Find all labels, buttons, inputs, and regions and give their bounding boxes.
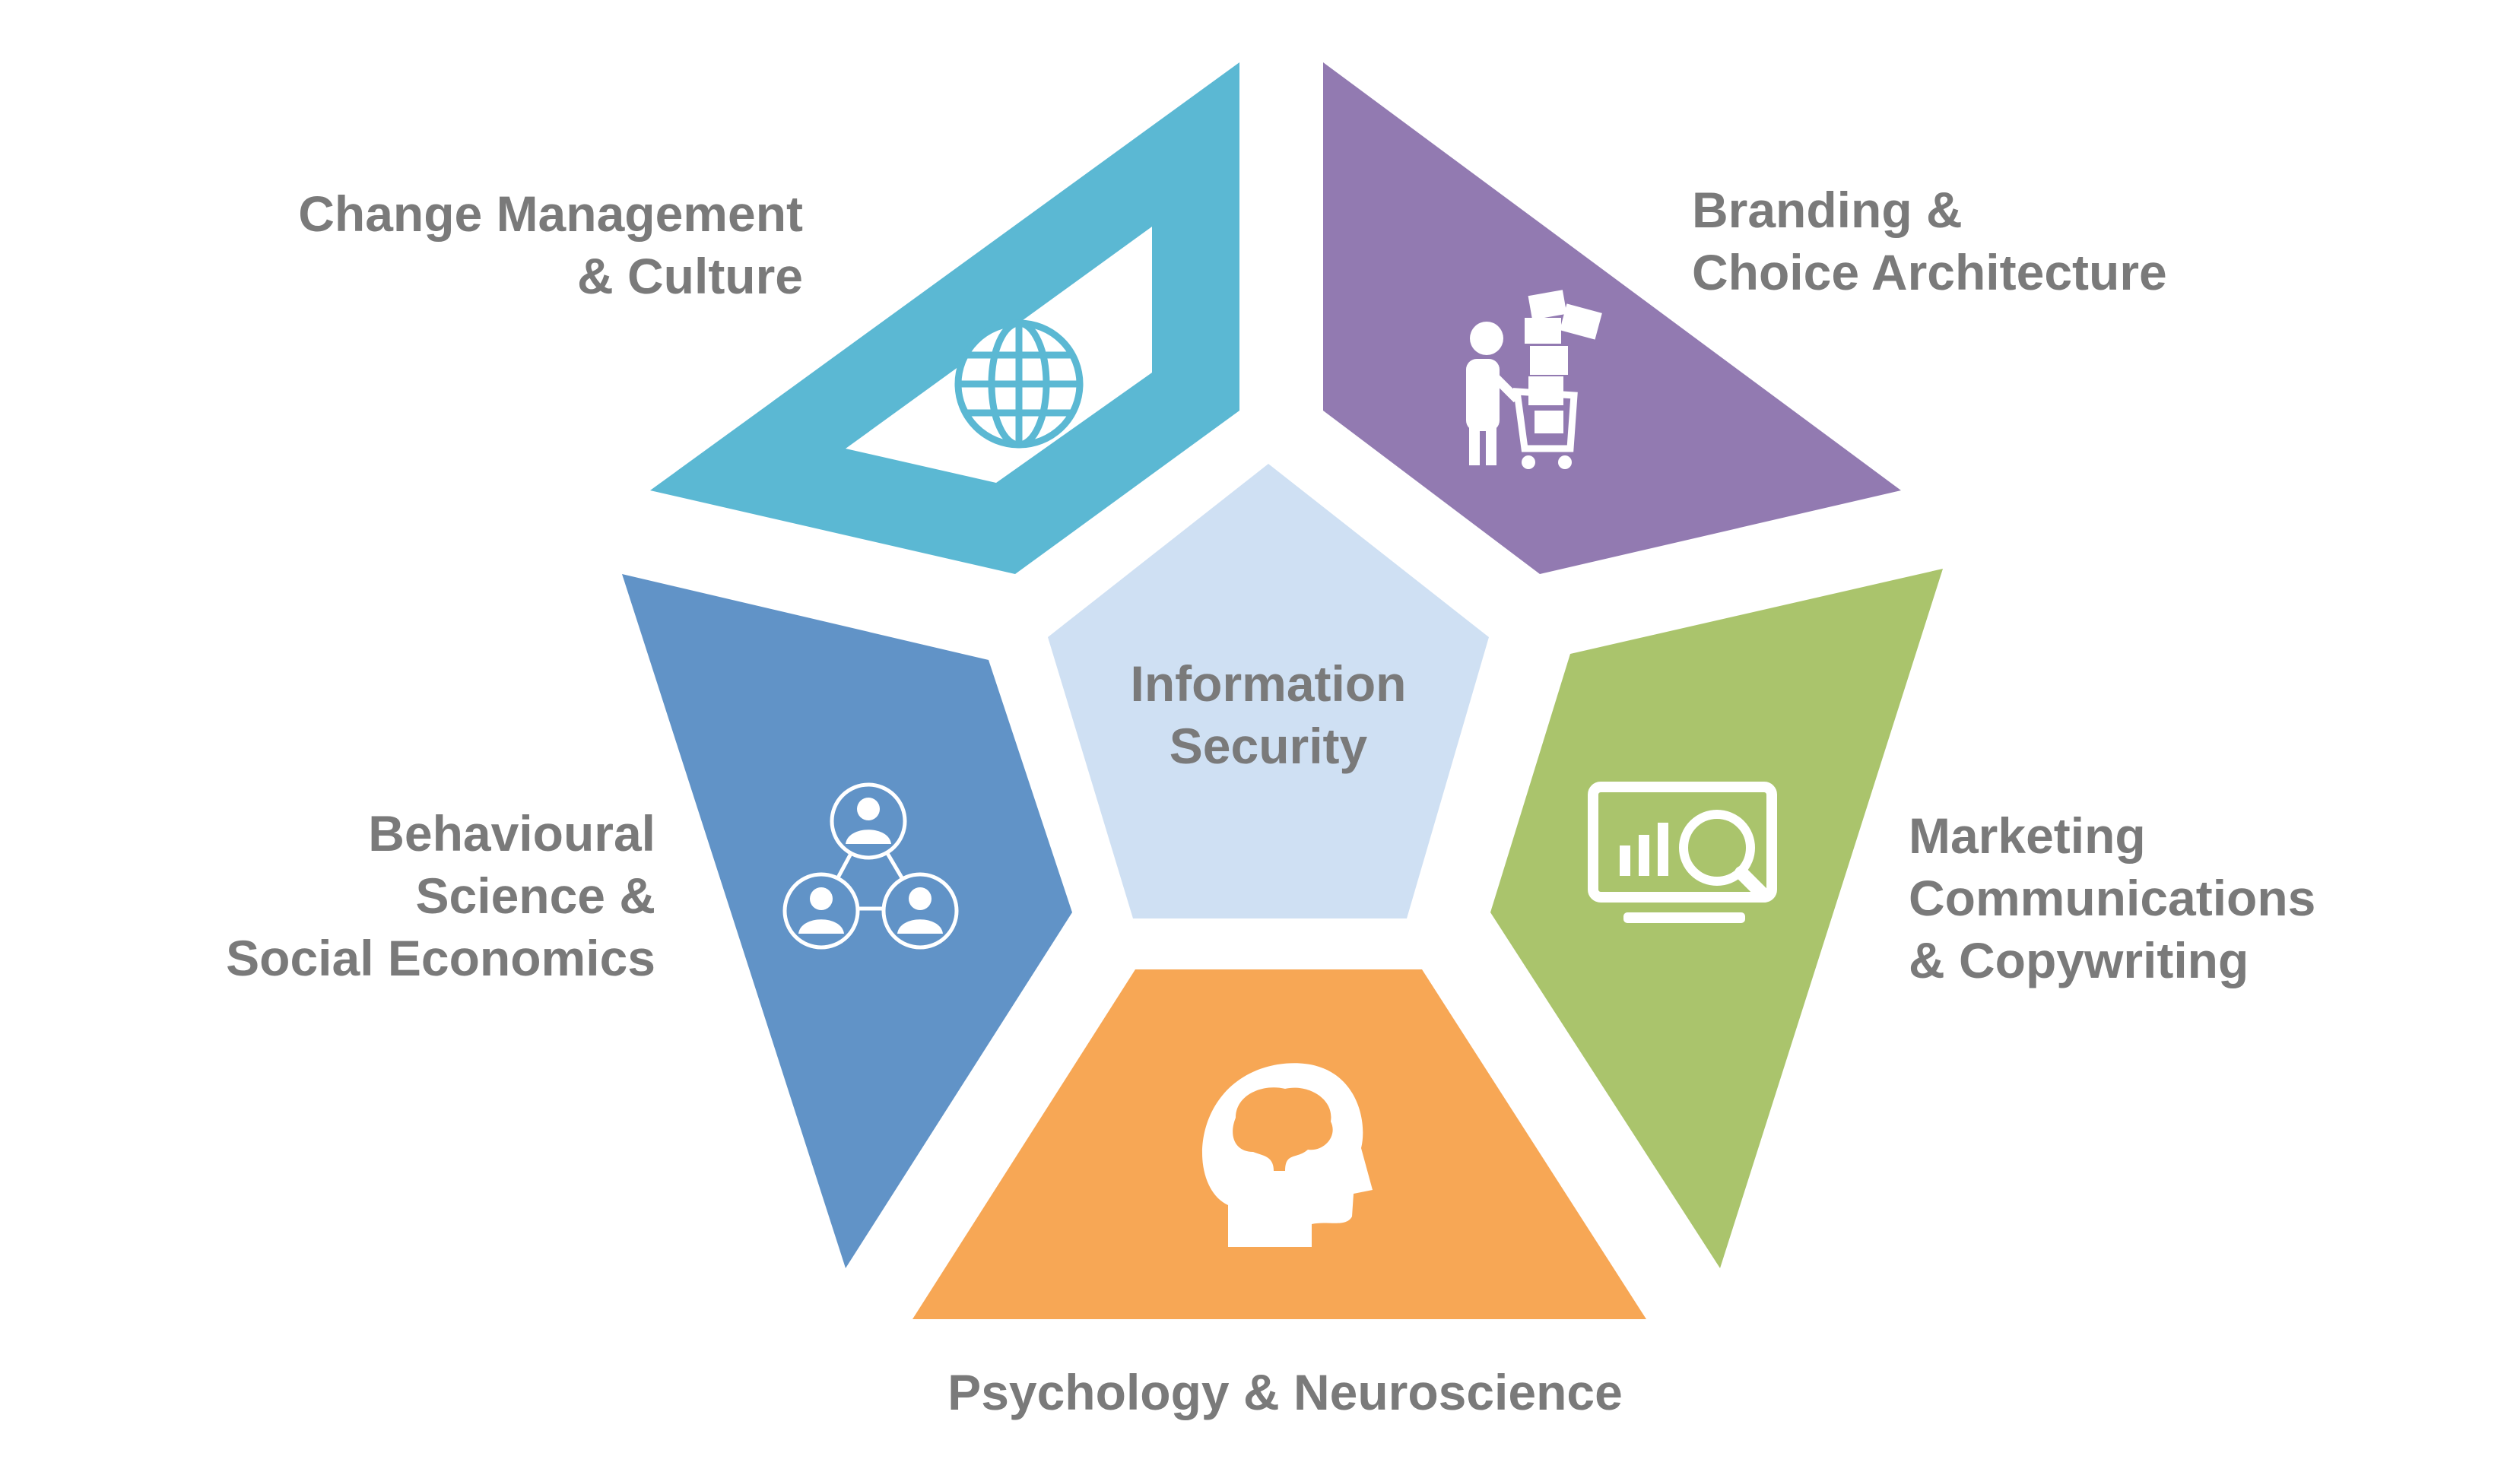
segment-behavioural (622, 574, 1072, 1268)
label-line: & Copywriting (1909, 932, 2249, 988)
center-pentagon (1048, 464, 1489, 918)
globe-icon (954, 319, 1084, 449)
analytics-monitor-icon (1588, 782, 1777, 923)
label-line: & Culture (577, 248, 803, 304)
people-network-icon (782, 782, 959, 950)
label-psychology: Psychology & Neuroscience (821, 1361, 1749, 1423)
brain-head-icon (1201, 1063, 1373, 1247)
shopping-cart-person-icon (1466, 290, 1602, 469)
segment-change-shape (650, 62, 1239, 574)
segment-marketing (1490, 569, 1943, 1268)
segment-change-management (650, 62, 1239, 574)
label-line: Science & (415, 868, 656, 924)
center-label: Information Security (1078, 652, 1458, 777)
center-label-line: Security (1169, 718, 1368, 774)
label-branding: Branding & Choice Architecture (1692, 179, 2167, 303)
label-line: Social Economics (226, 930, 655, 986)
label-line: Behavioural (368, 805, 655, 861)
segment-psychology (912, 969, 1646, 1319)
segment-branding (1323, 62, 1901, 574)
label-line: Choice Architecture (1692, 244, 2167, 300)
label-line: Psychology & Neuroscience (947, 1364, 1623, 1420)
label-line: Marketing (1909, 807, 2146, 864)
center-label-line: Information (1130, 655, 1407, 712)
label-marketing: Marketing Communications & Copywriting (1909, 804, 2315, 991)
label-line: Branding & (1692, 182, 1963, 238)
label-behavioural: Behavioural Science & Social Economics (226, 802, 655, 989)
label-change-management: Change Management & Culture (298, 182, 803, 307)
label-line: Communications (1909, 870, 2316, 926)
segment-branding-shape (1323, 62, 1901, 574)
label-line: Change Management (298, 186, 803, 242)
